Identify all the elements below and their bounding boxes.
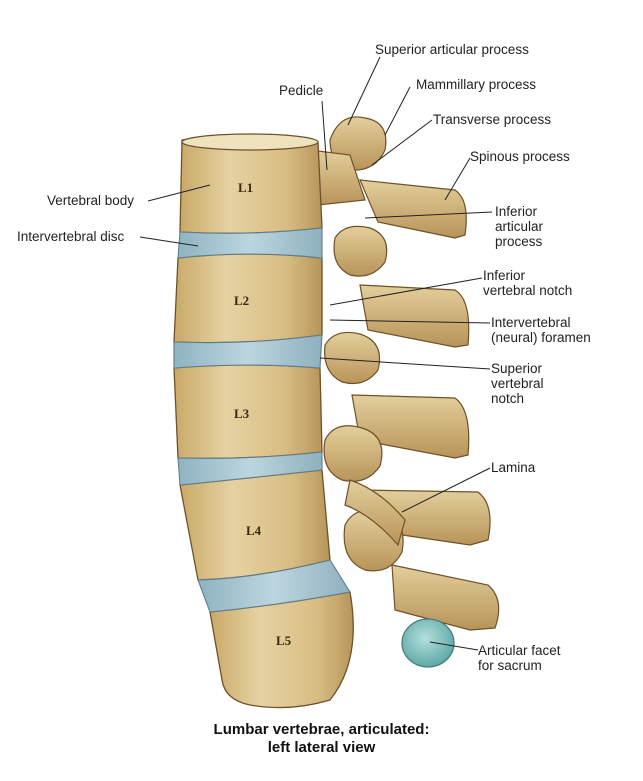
spinous-process-l2	[359, 284, 470, 348]
label-spinous-process: Spinous process	[470, 149, 570, 164]
label-vertebral-body: Vertebral body	[47, 193, 135, 208]
figure-caption: Lumbar vertebrae, articulated: left late…	[0, 721, 643, 757]
leader-intervertebral-foramen	[329, 319, 491, 324]
vertebra-label-l3: L3	[234, 406, 250, 421]
label-intervertebral-foramen: Intervertebral (neural) foramen	[491, 315, 591, 345]
vertebral-bodies	[173, 133, 354, 709]
leader-articular-facet	[429, 641, 479, 651]
label-intervertebral-foramen-line1: Intervertebral	[491, 315, 571, 330]
label-transverse-process: Transverse process	[433, 112, 552, 127]
caption-line2: left lateral view	[267, 739, 376, 756]
leader-inferior-vertebral-notch	[329, 277, 483, 306]
spinous-process-l3	[351, 394, 470, 459]
l1-superior-endplate	[181, 133, 319, 151]
spinous-process-l5	[391, 564, 500, 631]
leader-lamina	[401, 467, 491, 513]
articular-processes	[309, 116, 406, 572]
disc-l3-l4	[177, 451, 323, 486]
label-superior-vertebral-notch: Superior vertebral notch	[491, 361, 544, 406]
lamina-l4	[344, 479, 406, 547]
label-lamina: Lamina	[491, 460, 536, 475]
label-mammillary-process: Mammillary process	[416, 77, 537, 92]
label-intervertebral-disc: Intervertebral disc	[17, 229, 125, 244]
posterior-processes	[351, 179, 500, 631]
articular-facet-for-sacrum	[401, 618, 455, 668]
articular-l3	[324, 331, 381, 385]
leader-spinous-process	[444, 157, 471, 201]
label-superior-vertebral-notch-line1: Superior	[491, 361, 543, 376]
leader-superior-vertebral-notch	[319, 357, 491, 370]
leader-lines	[139, 56, 493, 651]
label-inferior-vertebral-notch-line2: vertebral notch	[483, 283, 573, 298]
disc-l1-l2	[177, 227, 323, 259]
label-inferior-vertebral-notch: Inferior vertebral notch	[483, 268, 572, 298]
label-articular-facet-for-sacrum: Articular facet for sacrum	[478, 643, 561, 673]
label-pedicle: Pedicle	[279, 83, 324, 98]
spinous-process-l1	[359, 179, 467, 239]
leader-intervertebral-disc	[139, 236, 199, 247]
articular-l4	[323, 425, 383, 482]
label-inferior-articular-process-line3: process	[495, 234, 543, 249]
vertebra-label-l1: L1	[238, 180, 254, 195]
leader-superior-articular-process	[347, 56, 381, 126]
label-intervertebral-foramen-line2: (neural) foramen	[491, 330, 591, 345]
label-inferior-vertebral-notch-line1: Inferior	[483, 268, 526, 283]
disc-l4-l5	[197, 559, 351, 613]
label-superior-vertebral-notch-line3: notch	[491, 391, 525, 406]
caption-line1: Lumbar vertebrae, articulated:	[213, 721, 430, 738]
vertebra-label-l4: L4	[246, 523, 262, 538]
leader-vertebral-body	[147, 184, 211, 202]
vertebra-label-l5: L5	[276, 633, 292, 648]
intervertebral-discs	[173, 227, 351, 613]
label-superior-vertebral-notch-line2: vertebral	[491, 376, 544, 391]
label-articular-facet-line1: Articular facet	[478, 643, 561, 658]
leader-mammillary-process	[384, 86, 411, 136]
leader-transverse-process	[371, 119, 433, 166]
label-superior-articular-process: Superior articular process	[375, 42, 529, 57]
leader-inferior-articular-process	[364, 211, 493, 219]
leader-pedicle	[321, 100, 328, 171]
disc-l2-l3	[173, 334, 323, 369]
label-inferior-articular-process-line1: Inferior	[495, 204, 538, 219]
vertebra-label-l2: L2	[234, 293, 250, 308]
label-inferior-articular-process: Inferior articular process	[495, 204, 543, 249]
label-articular-facet-line2: for sacrum	[478, 658, 542, 673]
articular-l2	[333, 225, 388, 277]
label-inferior-articular-process-line2: articular	[495, 219, 544, 234]
